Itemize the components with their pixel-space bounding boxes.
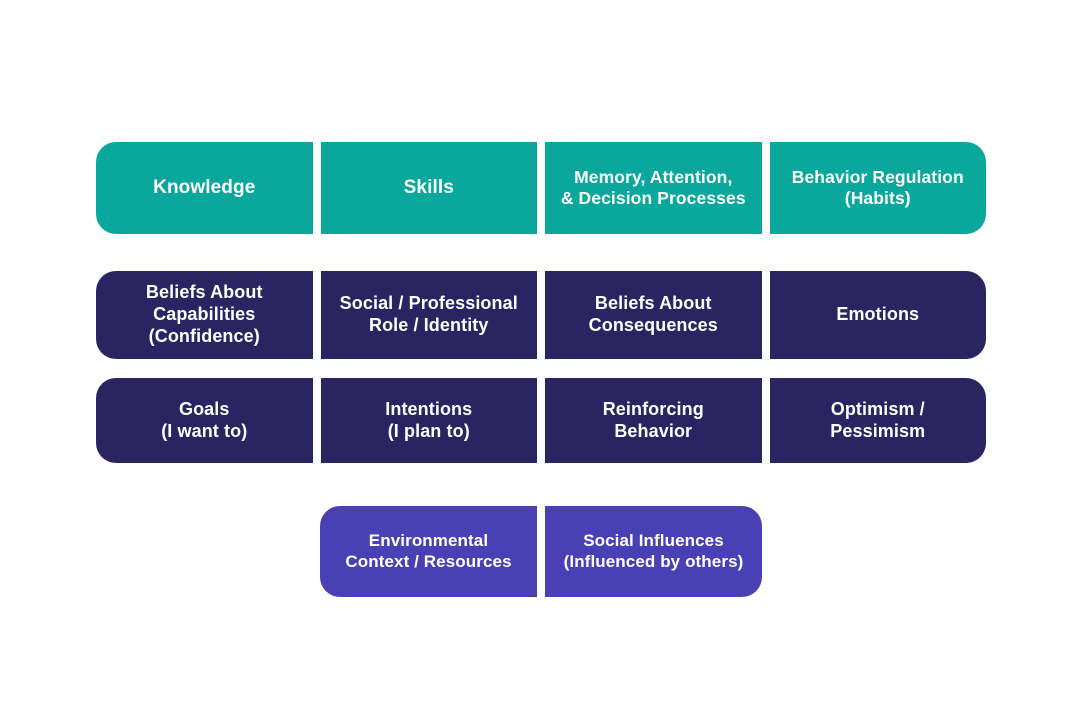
box-label: Beliefs About Capabilities (Confidence) [145, 282, 263, 346]
box-environmental-context-resources[interactable]: Environmental Context / Resources [320, 506, 537, 597]
box-social-professional-role-identity[interactable]: Social / Professional Role / Identity [320, 271, 537, 359]
box-beliefs-about-capabilities[interactable]: Beliefs About Capabilities (Confidence) [96, 271, 313, 359]
box-memory-attention-decision-processes[interactable]: Memory, Attention, & Decision Processes [545, 142, 762, 234]
row-motivation-second: Goals (I want to) Intentions (I plan to)… [96, 378, 986, 463]
box-behavior-regulation[interactable]: Behavior Regulation (Habits) [769, 142, 986, 234]
box-label: Social / Professional Role / Identity [339, 293, 518, 335]
box-optimism-pessimism[interactable]: Optimism / Pessimism [769, 378, 986, 463]
box-label: Optimism / Pessimism [830, 398, 926, 441]
box-skills[interactable]: Skills [320, 142, 537, 234]
box-label: Environmental Context / Resources [345, 530, 512, 571]
box-goals[interactable]: Goals (I want to) [96, 378, 313, 463]
box-label: Memory, Attention, & Decision Processes [560, 166, 746, 208]
box-label: Intentions (I plan to) [385, 398, 473, 441]
box-label: Emotions [836, 304, 920, 325]
box-label: Goals (I want to) [161, 398, 248, 441]
box-knowledge[interactable]: Knowledge [96, 142, 313, 234]
box-label: Beliefs About Consequences [588, 293, 718, 335]
row-motivation-first: Beliefs About Capabilities (Confidence) … [96, 271, 986, 359]
box-label: Reinforcing Behavior [602, 398, 704, 441]
box-label: Social Influences (Influenced by others) [563, 530, 744, 571]
row-opportunity: Environmental Context / Resources Social… [320, 506, 762, 597]
box-label: Behavior Regulation (Habits) [791, 166, 964, 208]
box-intentions[interactable]: Intentions (I plan to) [320, 378, 537, 463]
box-label: Knowledge [153, 177, 256, 199]
box-label: Skills [403, 177, 454, 199]
row-capability: Knowledge Skills Memory, Attention, & De… [96, 142, 986, 234]
box-social-influences[interactable]: Social Influences (Influenced by others) [545, 506, 762, 597]
box-reinforcing-behavior[interactable]: Reinforcing Behavior [545, 378, 762, 463]
box-beliefs-about-consequences[interactable]: Beliefs About Consequences [545, 271, 762, 359]
box-emotions[interactable]: Emotions [769, 271, 986, 359]
